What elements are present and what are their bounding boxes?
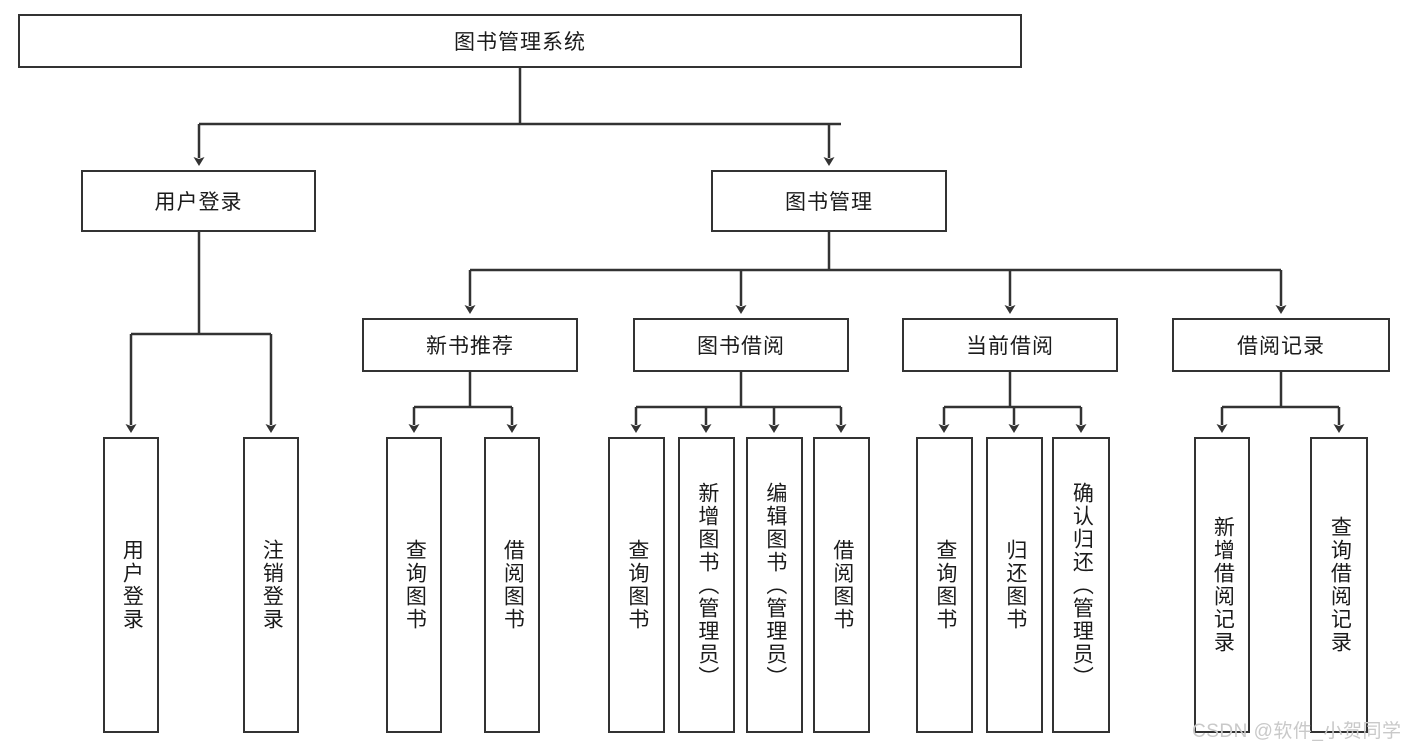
node-leaf-borrow-book-rec-label: 借阅图书 xyxy=(501,539,525,631)
node-user-login[interactable]: 用户登录 xyxy=(81,170,316,232)
node-leaf-borrow-book[interactable]: 借阅图书 xyxy=(813,437,870,733)
node-leaf-logout[interactable]: 注销登录 xyxy=(243,437,299,733)
node-new-book-rec[interactable]: 新书推荐 xyxy=(362,318,578,372)
node-current-borrow-label: 当前借阅 xyxy=(966,335,1054,358)
node-leaf-logout-label: 注销登录 xyxy=(260,539,284,631)
node-leaf-edit-book[interactable]: 编辑图书（管理员） xyxy=(746,437,803,733)
node-borrow-record[interactable]: 借阅记录 xyxy=(1172,318,1390,372)
node-root-label: 图书管理系统 xyxy=(454,31,586,54)
node-leaf-query-book-cur[interactable]: 查询图书 xyxy=(916,437,973,733)
node-leaf-query-record-label: 查询借阅记录 xyxy=(1328,516,1352,654)
node-borrow-record-label: 借阅记录 xyxy=(1237,335,1325,358)
node-leaf-edit-book-label: 编辑图书（管理员） xyxy=(763,481,787,689)
node-leaf-user-login[interactable]: 用户登录 xyxy=(103,437,159,733)
node-leaf-query-book-rec[interactable]: 查询图书 xyxy=(386,437,442,733)
node-leaf-query-book-borrow-label: 查询图书 xyxy=(625,539,649,631)
node-leaf-return-book[interactable]: 归还图书 xyxy=(986,437,1043,733)
csdn-watermark: CSDN @软件_小贺同学 xyxy=(1192,721,1402,742)
node-new-book-rec-label: 新书推荐 xyxy=(426,335,514,358)
node-current-borrow[interactable]: 当前借阅 xyxy=(902,318,1118,372)
node-leaf-query-record[interactable]: 查询借阅记录 xyxy=(1310,437,1368,733)
node-leaf-add-book[interactable]: 新增图书（管理员） xyxy=(678,437,735,733)
node-leaf-borrow-book-label: 借阅图书 xyxy=(830,539,854,631)
node-leaf-add-record[interactable]: 新增借阅记录 xyxy=(1194,437,1250,733)
node-leaf-return-book-label: 归还图书 xyxy=(1003,539,1027,631)
node-book-manage[interactable]: 图书管理 xyxy=(711,170,947,232)
node-leaf-add-book-label: 新增图书（管理员） xyxy=(695,481,719,689)
node-leaf-query-book-cur-label: 查询图书 xyxy=(933,539,957,631)
node-root[interactable]: 图书管理系统 xyxy=(18,14,1022,68)
node-book-borrow[interactable]: 图书借阅 xyxy=(633,318,849,372)
node-leaf-add-record-label: 新增借阅记录 xyxy=(1211,516,1235,654)
node-book-manage-label: 图书管理 xyxy=(785,191,873,214)
node-leaf-confirm-return[interactable]: 确认归还（管理员） xyxy=(1052,437,1110,733)
node-leaf-query-book-borrow[interactable]: 查询图书 xyxy=(608,437,665,733)
node-leaf-query-book-rec-label: 查询图书 xyxy=(403,539,427,631)
node-user-login-label: 用户登录 xyxy=(154,191,243,214)
node-book-borrow-label: 图书借阅 xyxy=(697,335,785,358)
node-leaf-confirm-return-label: 确认归还（管理员） xyxy=(1070,481,1094,689)
node-leaf-user-login-label: 用户登录 xyxy=(120,539,144,631)
node-leaf-borrow-book-rec[interactable]: 借阅图书 xyxy=(484,437,540,733)
